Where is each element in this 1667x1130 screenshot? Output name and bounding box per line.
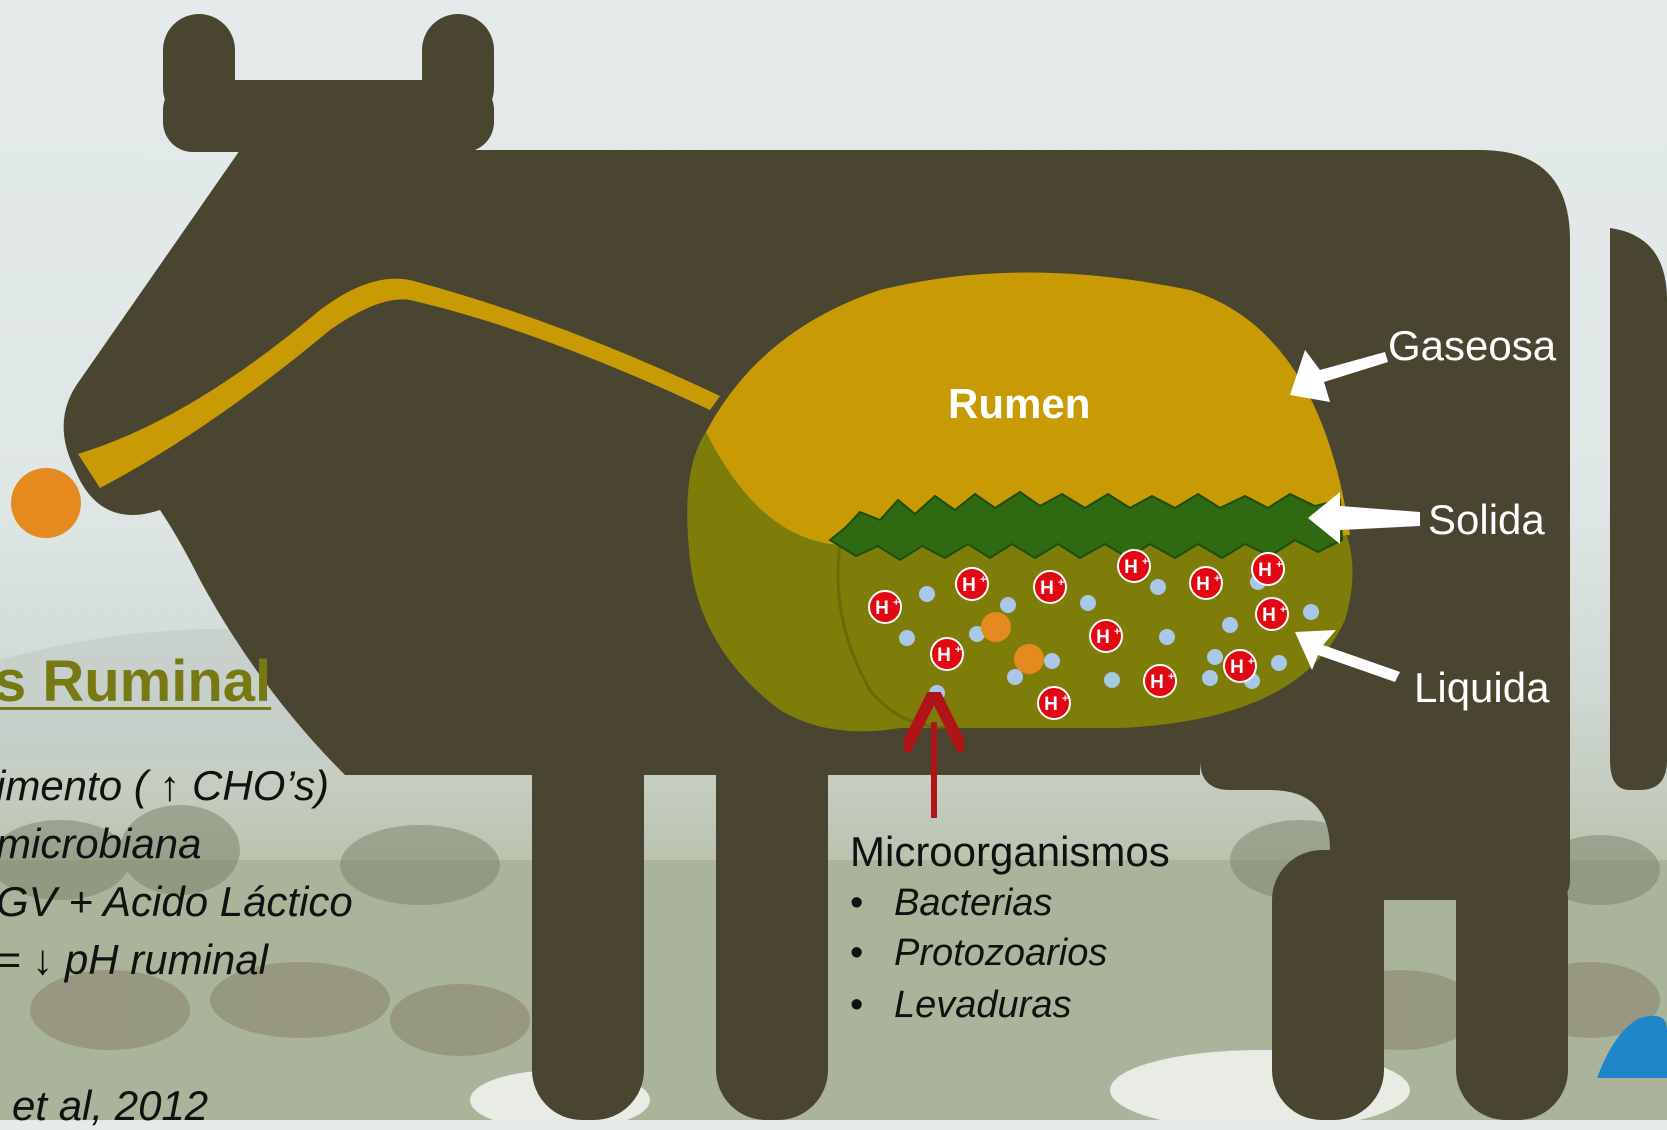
layer-label-liquida: Liquida <box>1414 664 1549 712</box>
layer-label-gaseosa: Gaseosa <box>1388 322 1556 370</box>
leg-back-left <box>1272 850 1384 1120</box>
svg-text:+: + <box>893 597 899 609</box>
proton-ion: H+ <box>1224 650 1256 682</box>
liquid-particle <box>1202 670 1218 686</box>
liquid-particle <box>1000 597 1016 613</box>
proton-ion: H+ <box>956 568 988 600</box>
svg-text:+: + <box>1276 559 1282 571</box>
liquid-particle <box>1080 595 1096 611</box>
svg-text:H: H <box>1040 578 1054 599</box>
svg-text:+: + <box>1248 656 1254 668</box>
svg-text:H: H <box>1096 627 1110 648</box>
svg-text:H: H <box>1262 605 1276 626</box>
proton-ion: H+ <box>1090 620 1122 652</box>
nose <box>11 468 81 538</box>
svg-text:+: + <box>1168 671 1174 683</box>
liquid-particle <box>899 630 915 646</box>
liquid-particle <box>1104 672 1120 688</box>
svg-text:+: + <box>1114 626 1120 638</box>
svg-text:H: H <box>1258 560 1272 581</box>
svg-text:H: H <box>1230 657 1244 678</box>
section-title: s Ruminal <box>0 648 271 715</box>
liquid-particle <box>1271 655 1287 671</box>
liquid-particle <box>919 586 935 602</box>
feed-particle <box>1014 644 1044 674</box>
svg-text:+: + <box>980 574 986 586</box>
citation: et al, 2012 <box>12 1082 208 1130</box>
liquid-particle <box>1222 617 1238 633</box>
microorganism-item: •Levaduras <box>850 984 1071 1027</box>
liquid-particle <box>1044 653 1060 669</box>
svg-text:H: H <box>962 575 976 596</box>
effect-line: = ↓ pH ruminal <box>0 936 268 984</box>
proton-ion: H+ <box>869 591 901 623</box>
svg-text:+: + <box>1058 577 1064 589</box>
svg-text:+: + <box>1142 556 1148 568</box>
leg-back-right <box>1456 850 1568 1120</box>
svg-text:+: + <box>1214 573 1220 585</box>
proton-ion: H+ <box>1256 598 1288 630</box>
liquid-particle <box>1303 604 1319 620</box>
svg-text:H: H <box>1196 574 1210 595</box>
proton-ion: H+ <box>1252 553 1284 585</box>
svg-text:H: H <box>875 598 889 619</box>
svg-text:+: + <box>1280 604 1286 616</box>
layer-label-solida: Solida <box>1428 496 1545 544</box>
leg-front-left <box>532 700 644 1120</box>
microorganism-item: •Protozoarios <box>850 932 1107 975</box>
svg-text:+: + <box>1062 693 1068 705</box>
microorganism-item: •Bacterias <box>850 882 1052 925</box>
proton-ion: H+ <box>1144 665 1176 697</box>
liquid-particle <box>1159 629 1175 645</box>
svg-text:H: H <box>1150 672 1164 693</box>
microorganisms-title: Microorganismos <box>850 828 1170 876</box>
svg-text:H: H <box>937 645 951 666</box>
liquid-particle <box>1207 649 1223 665</box>
effect-line: imento ( ↑ CHO’s) <box>0 762 329 810</box>
proton-ion: H+ <box>1034 571 1066 603</box>
svg-text:H: H <box>1044 694 1058 715</box>
svg-text:H: H <box>1124 557 1138 578</box>
proton-ion: H+ <box>1038 687 1070 719</box>
proton-ion: H+ <box>931 638 963 670</box>
feed-particle <box>981 612 1011 642</box>
liquid-particle <box>1150 579 1166 595</box>
proton-ion: H+ <box>1118 550 1150 582</box>
leg-front-right <box>716 700 828 1120</box>
svg-text:+: + <box>955 644 961 656</box>
cow-tail <box>1610 228 1667 790</box>
rumen-label: Rumen <box>948 380 1090 428</box>
effect-line: GV + Acido Láctico <box>0 878 353 926</box>
effect-line: microbiana <box>0 820 201 868</box>
liquid-particle <box>929 685 945 701</box>
horn-crossbar <box>163 80 494 152</box>
proton-ion: H+ <box>1190 567 1222 599</box>
